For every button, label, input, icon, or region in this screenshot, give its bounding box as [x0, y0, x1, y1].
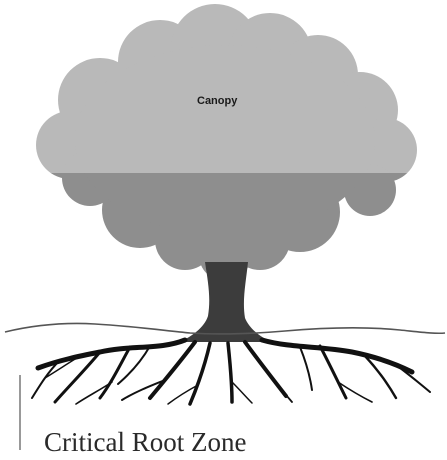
canopy-label: Canopy: [197, 95, 238, 107]
root-zone-label: Critical Root Zone: [44, 427, 246, 457]
root-system: [32, 340, 430, 404]
tree-trunk: [180, 262, 272, 342]
